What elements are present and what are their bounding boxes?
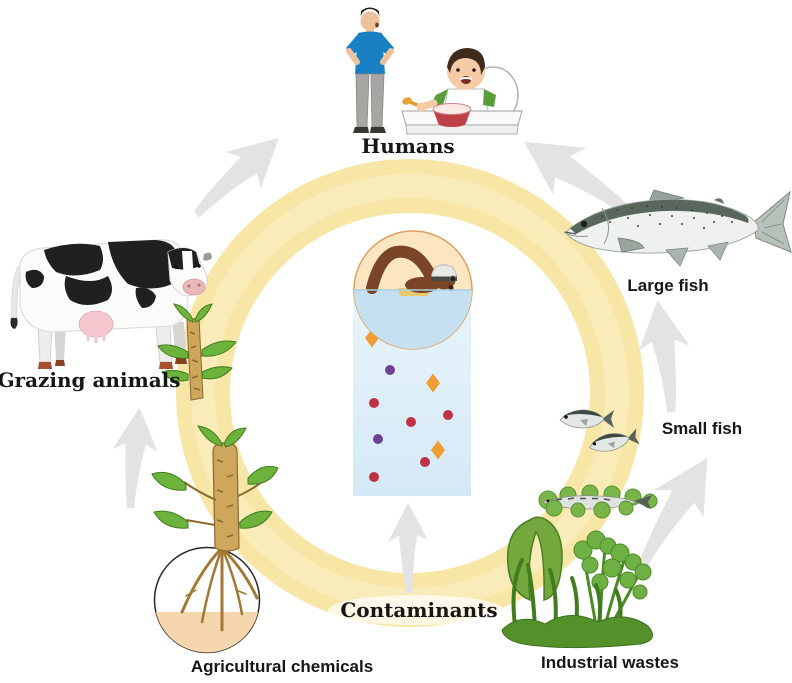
tail-fin [753,190,792,253]
humans-label: Humans [361,134,455,158]
agricultural-chemicals-label: Agricultural chemicals [190,657,374,676]
swimmer-figure [353,230,473,350]
hidden-fish [538,484,658,519]
large-leaf [506,516,563,602]
plant-sprig-figure [157,303,237,401]
plant-base [501,615,653,649]
cow-ear [158,242,170,254]
contaminant-particle-red-dot [369,472,379,482]
goggles [431,276,457,281]
contaminant-particles [365,328,453,482]
large-fish-label: Large fish [627,276,709,295]
roots [180,544,259,632]
round-leaves [573,530,652,600]
swimmer-arm [366,245,440,294]
baby-head [447,52,485,90]
fish-eye [580,220,588,228]
industrial-wastes-label: Industrial wastes [541,653,679,672]
leaves [151,425,279,529]
soil [154,612,260,653]
food-bowl [433,109,471,127]
contaminant-particle-orange-diamond [431,440,445,460]
contaminant-particle-purple-dot [385,365,395,375]
man-figure [346,7,394,133]
cow-udder [78,310,114,338]
cow-figure [10,239,212,369]
contaminants-label: Contaminants [340,598,498,622]
cow-muzzle [182,278,206,296]
stem [212,442,240,552]
contaminant-particle-red-dot [369,398,379,408]
contaminant-particle-red-dot [443,410,453,420]
contaminant-particle-red-dot [406,417,416,427]
pectoral-fin [617,237,645,253]
baby-hair [447,48,485,75]
contaminant-particle-purple-dot [373,434,383,444]
industrial-wastes-figure [501,484,658,649]
contaminant-particle-red-dot [420,457,430,467]
baby-figure [401,48,523,135]
contaminant-particle-orange-diamond [426,373,440,393]
salmon-figure [563,189,792,267]
small-fish-figure [559,409,640,452]
small-fish-label: Small fish [661,419,743,438]
grazing-animals-label: Grazing animals [0,368,181,392]
arrow-agchem-to-grazing [106,405,163,511]
